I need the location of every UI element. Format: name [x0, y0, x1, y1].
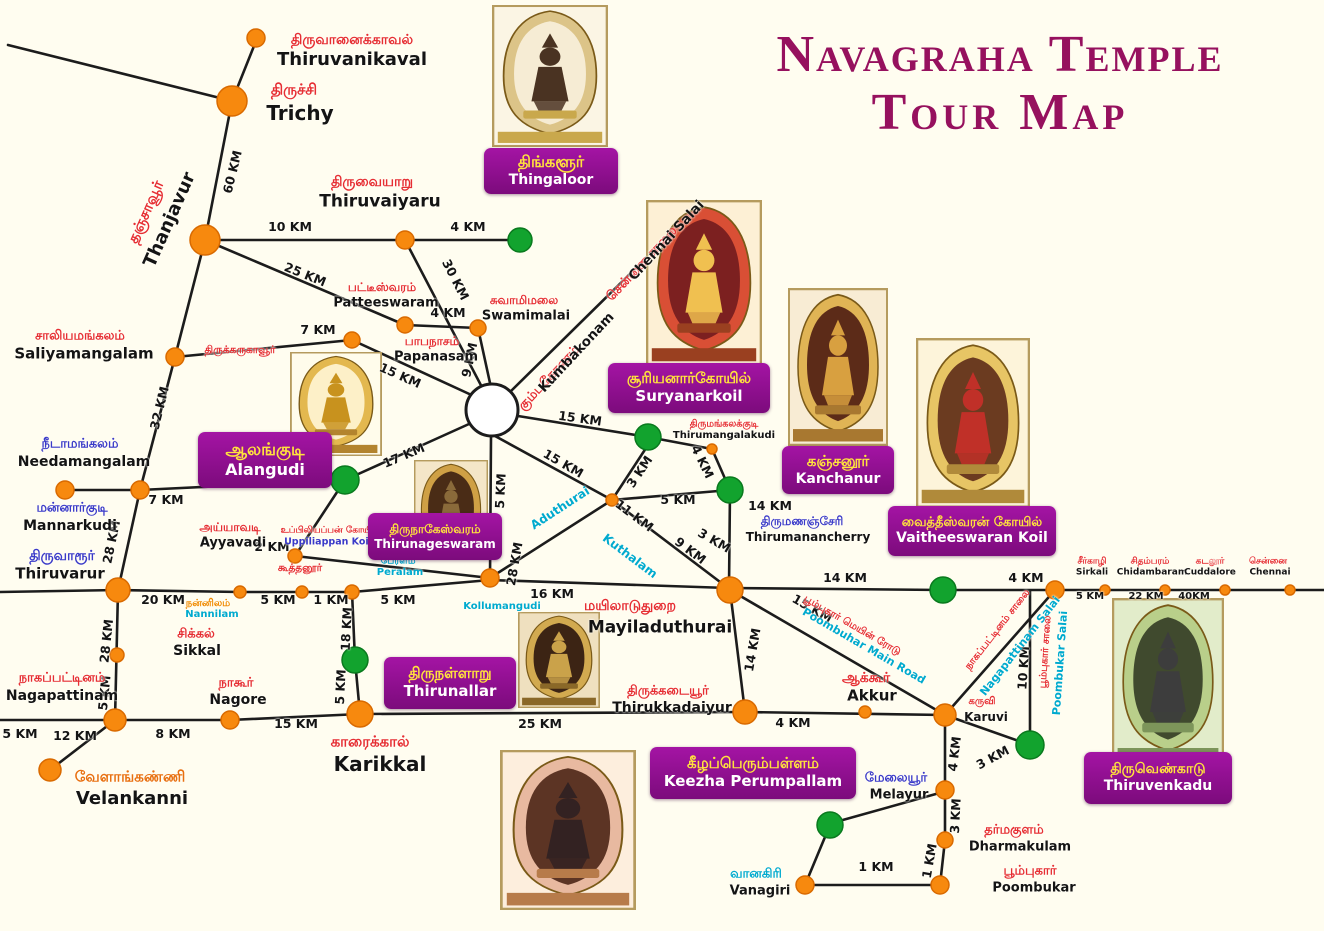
kumbakonam-junction-circle	[464, 382, 520, 438]
town-dot-thirumangalakudi	[706, 443, 718, 455]
road-line	[727, 488, 732, 590]
road-line	[403, 238, 487, 395]
town-dot-melayur	[935, 780, 955, 800]
road-line	[350, 338, 480, 400]
town-dot-thirukkadaiyur	[732, 699, 758, 725]
road-line	[726, 586, 1324, 592]
town-dot-route-east-1	[1099, 584, 1111, 596]
road-line	[488, 498, 614, 580]
town-dot-velankanni	[38, 758, 62, 782]
town-dot-mannarkudi	[55, 480, 75, 500]
town-dot-karikkal	[346, 700, 374, 728]
town-dot-koothanur	[295, 585, 309, 599]
road-line	[403, 323, 480, 330]
town-dot-saliyamangalam	[165, 347, 185, 367]
town-dot-thiruvaiyaru	[395, 230, 415, 250]
road-line	[728, 588, 747, 714]
road-line	[743, 710, 947, 717]
road-line	[943, 588, 1057, 717]
town-dot-route-east-2	[1159, 584, 1171, 596]
road-line	[173, 338, 354, 359]
temple-dot-kanchanur	[716, 476, 744, 504]
road-line	[488, 435, 493, 580]
road-line	[493, 434, 614, 502]
road-line	[476, 326, 492, 385]
road-line	[610, 440, 652, 502]
road-line	[0, 712, 362, 722]
road-line	[292, 478, 492, 580]
town-dot-sikkal	[109, 647, 125, 663]
road-line	[116, 488, 142, 592]
temple-dot-thingaloor	[507, 227, 533, 253]
road-line	[343, 422, 471, 482]
road-line	[516, 414, 650, 439]
road-line	[358, 710, 747, 716]
temple-dot-vaitheeswaran-koil	[929, 576, 957, 604]
town-dot-thanjavur	[189, 224, 221, 256]
map-title-line2: Tour Map	[871, 83, 1129, 141]
town-dot-ayyavadi	[287, 548, 303, 564]
town-dot-thirunageswaram	[480, 568, 500, 588]
town-dot-peralam	[344, 584, 360, 600]
map-title: Navagraha Temple Tour Map	[700, 26, 1300, 142]
town-dot-route-east-4	[1284, 584, 1296, 596]
road-line	[48, 718, 117, 772]
town-dot-nagore	[220, 710, 240, 730]
town-dot-aduthurai	[605, 493, 619, 507]
town-dot-route-east-3	[1219, 584, 1231, 596]
town-dot-dharmakulam	[936, 831, 954, 849]
road-line	[508, 203, 702, 394]
town-dot-swamimalai	[469, 319, 487, 337]
temple-dot-thirunallar	[341, 646, 369, 674]
town-dot-vanagiri	[795, 875, 815, 895]
road-line	[830, 790, 945, 825]
road-line	[728, 588, 947, 717]
town-dot-nagapattinam	[103, 708, 127, 732]
town-dot-thiruvarur	[105, 577, 131, 603]
town-dot-poombukar	[930, 875, 950, 895]
town-dot-akkur	[858, 705, 872, 719]
road-line	[203, 99, 234, 242]
road-line	[610, 488, 732, 502]
map-title-line1: Navagraha Temple	[776, 26, 1224, 83]
road-line	[943, 713, 1032, 747]
town-dot-karuvi	[933, 703, 957, 727]
town-dot-trichy	[216, 85, 248, 117]
road-line	[610, 498, 730, 590]
town-dot-needamangalam	[130, 480, 150, 500]
road-line	[138, 478, 347, 492]
road-line	[203, 238, 407, 327]
town-dot-sirkali-junction	[1045, 580, 1065, 600]
town-dot-thiruvanikaval	[246, 28, 266, 48]
temple-dot-keezha-perumpallam	[816, 811, 844, 839]
town-dot-papanasam	[343, 331, 361, 349]
temple-dot-thiruvenkadu	[1015, 730, 1045, 760]
town-dot-nannilam	[233, 585, 247, 599]
temple-dot-suryanarkoil	[634, 423, 662, 451]
town-dot-mayiladuthurai	[716, 576, 744, 604]
temple-dot-alangudi	[330, 465, 360, 495]
road-line	[6, 43, 234, 103]
town-dot-patteeswaram	[396, 316, 414, 334]
